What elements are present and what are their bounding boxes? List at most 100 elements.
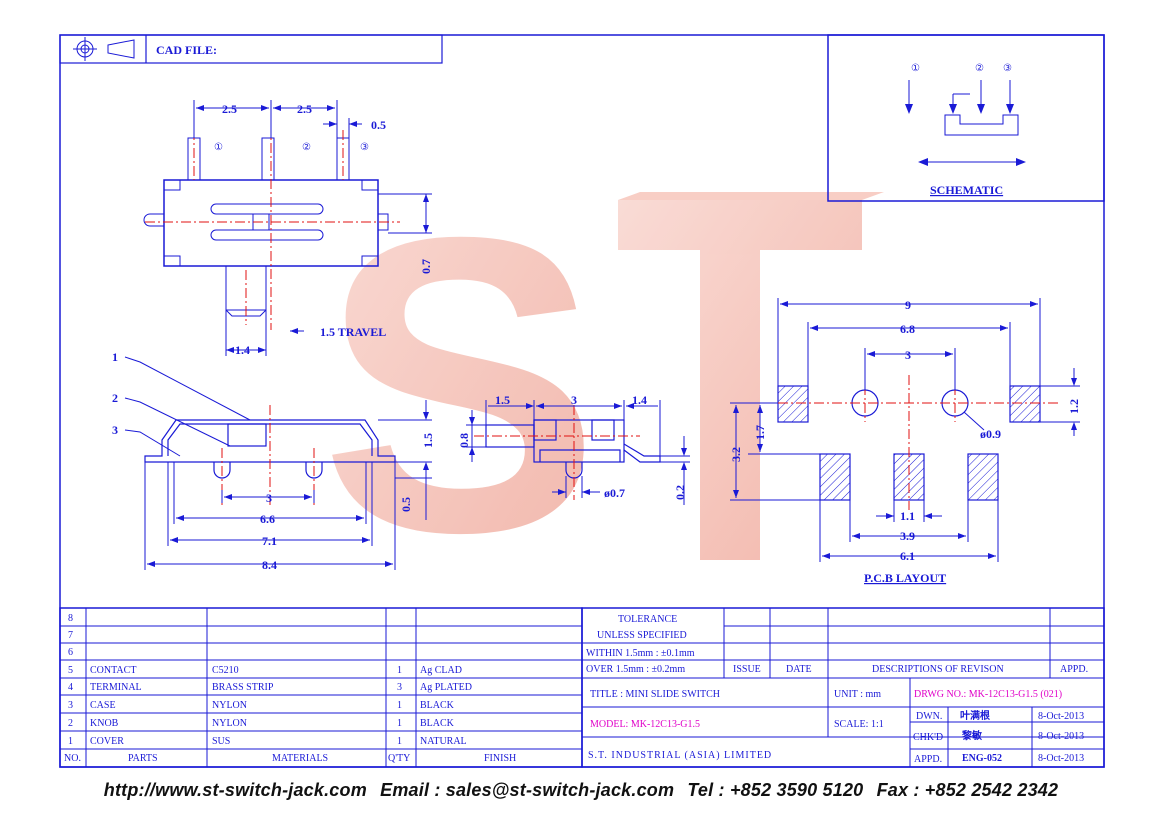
- pcb-title: P.C.B LAYOUT: [864, 571, 946, 585]
- dim-pcb-3-9: 3.9: [900, 529, 915, 543]
- bom-cell-no: 7: [68, 630, 73, 641]
- appd-label: APPD.: [914, 754, 942, 765]
- bom-cell-part: CONTACT: [90, 665, 136, 676]
- chk-label: CHK'D: [913, 732, 943, 743]
- bom-header-finish: FINISH: [484, 753, 516, 764]
- dim-knob-width: 1.4: [235, 343, 250, 357]
- bom-cell-no: 4: [68, 682, 73, 693]
- top-view-centerlines: [145, 125, 400, 330]
- callout-2: 2: [112, 391, 118, 405]
- tolerance-line-2: UNLESS SPECIFIED: [597, 630, 687, 641]
- schematic-terminal-3: ③: [1003, 63, 1012, 74]
- dim-pcb-1-2: 1.2: [1067, 399, 1081, 414]
- model-number: MODEL: MK-12C13-G1.5: [590, 719, 700, 730]
- bom-cell-material: SUS: [212, 736, 230, 747]
- top-terminal-3: ③: [360, 142, 369, 153]
- dim-end-1-5: 1.5: [495, 393, 510, 407]
- callout-3: 3: [112, 423, 118, 437]
- unit-label: UNIT : mm: [834, 689, 881, 700]
- pcb-centerlines: [760, 375, 1060, 510]
- revision-desc-header: DESCRIPTIONS OF REVISON: [872, 664, 1004, 675]
- bom-cell-qty: 3: [397, 682, 402, 693]
- bom-cell-part: COVER: [90, 736, 124, 747]
- bom-table: [59, 607, 583, 768]
- dim-pcb-1-7: 1.7: [753, 425, 767, 440]
- dim-7-1: 7.1: [262, 534, 277, 548]
- chk-name: 黎敏: [962, 729, 982, 742]
- bom-cell-finish: BLACK: [420, 700, 455, 711]
- dim-pcb-1-1: 1.1: [900, 509, 915, 523]
- dim-end-3: 3: [571, 393, 577, 407]
- dwn-name: 叶满根: [960, 709, 990, 722]
- dim-6-6: 6.6: [260, 512, 275, 526]
- schematic-title: SCHEMATIC: [930, 183, 1003, 197]
- dim-side-height: 1.5: [421, 433, 435, 448]
- dim-terminal-width: 0.5: [371, 118, 386, 132]
- drawing-number: DRWG NO.: MK-12C13-G1.5 (021): [914, 689, 1062, 700]
- bom-cell-no: 5: [68, 665, 73, 676]
- bom-cell-material: NYLON: [212, 700, 247, 711]
- dim-pcb-3-2: 3.2: [729, 447, 743, 462]
- schematic-terminal-2: ②: [975, 63, 984, 74]
- tolerance-line-3: WITHIN 1.5mm : ±0.1mm: [586, 648, 695, 659]
- callout-1: 1: [112, 350, 118, 364]
- end-view-centerlines: [474, 405, 640, 500]
- chk-date: 8-Oct-2013: [1038, 731, 1084, 742]
- bom-header-no: NO.: [64, 753, 81, 764]
- dwn-date: 8-Oct-2013: [1038, 711, 1084, 722]
- schematic-terminal-1: ①: [911, 63, 920, 74]
- revision-appd-header: APPD.: [1060, 664, 1088, 675]
- st-watermark: S: [320, 151, 884, 620]
- side-view-centerlines: [221, 405, 315, 505]
- appd-date: 8-Oct-2013: [1038, 753, 1084, 764]
- bom-cell-material: BRASS STRIP: [212, 682, 274, 693]
- dim-peg-pitch: 3: [266, 491, 272, 505]
- revision-date-header: DATE: [786, 664, 812, 675]
- revision-issue-header: ISSUE: [733, 664, 761, 675]
- dim-end-0-8: 0.8: [457, 433, 471, 448]
- fax-text: Fax : +852 2542 2342: [876, 780, 1059, 800]
- top-terminal-1: ①: [214, 142, 223, 153]
- bom-cell-material: NYLON: [212, 718, 247, 729]
- side-view-leaders: [124, 356, 432, 570]
- bom-cell-finish: BLACK: [420, 718, 455, 729]
- dim-side-standoff: 0.5: [399, 497, 413, 512]
- dim-travel: 1.5 TRAVEL: [320, 325, 386, 339]
- company-name: S.T. INDUSTRIAL (ASIA) LIMITED: [588, 750, 772, 761]
- bom-header-qty: Q'TY: [388, 753, 410, 764]
- email-link[interactable]: Email : sales@st-switch-jack.com: [380, 780, 675, 800]
- title-block-grid: [581, 607, 1105, 768]
- bom-cell-part: KNOB: [90, 718, 119, 729]
- bom-cell-material: C5210: [212, 665, 239, 676]
- top-view-arrowheads: [196, 105, 429, 353]
- dim-end-1-4: 1.4: [632, 393, 647, 407]
- bom-cell-finish: NATURAL: [420, 736, 467, 747]
- top-terminal-2: ②: [302, 142, 311, 153]
- bom-cell-finish: Ag CLAD: [420, 665, 462, 676]
- dim-pcb-6-8: 6.8: [900, 322, 915, 336]
- dim-pcb-9: 9: [905, 298, 911, 312]
- dim-8-4: 8.4: [262, 558, 277, 572]
- bom-cell-part: CASE: [90, 700, 116, 711]
- dim-pcb-hole-diameter: ø0.9: [980, 427, 1001, 441]
- bom-cell-qty: 1: [397, 700, 402, 711]
- tolerance-line-4: OVER 1.5mm : ±0.2mm: [586, 664, 685, 675]
- bom-cell-no: 2: [68, 718, 73, 729]
- dim-peg-diameter: ø0.7: [604, 486, 625, 500]
- bom-cell-no: 3: [68, 700, 73, 711]
- bom-cell-qty: 1: [397, 718, 402, 729]
- bom-cell-part: TERMINAL: [90, 682, 142, 693]
- telephone-text: Tel : +852 3590 5120: [687, 780, 864, 800]
- side-view-arrowheads: [147, 412, 429, 567]
- bom-cell-qty: 1: [397, 736, 402, 747]
- schematic-box: ① ② ③ SCHEMATIC: [827, 34, 1105, 202]
- website-link[interactable]: http://www.st-switch-jack.com: [103, 780, 367, 800]
- pcb-dimensions: [730, 298, 1080, 562]
- scale-label: SCALE: 1:1: [834, 719, 884, 730]
- cad-header: CAD FILE:: [59, 34, 443, 64]
- svg-text:S: S: [320, 151, 600, 620]
- drawing-title: TITLE : MINI SLIDE SWITCH: [590, 689, 720, 700]
- bom-header-parts: PARTS: [128, 753, 158, 764]
